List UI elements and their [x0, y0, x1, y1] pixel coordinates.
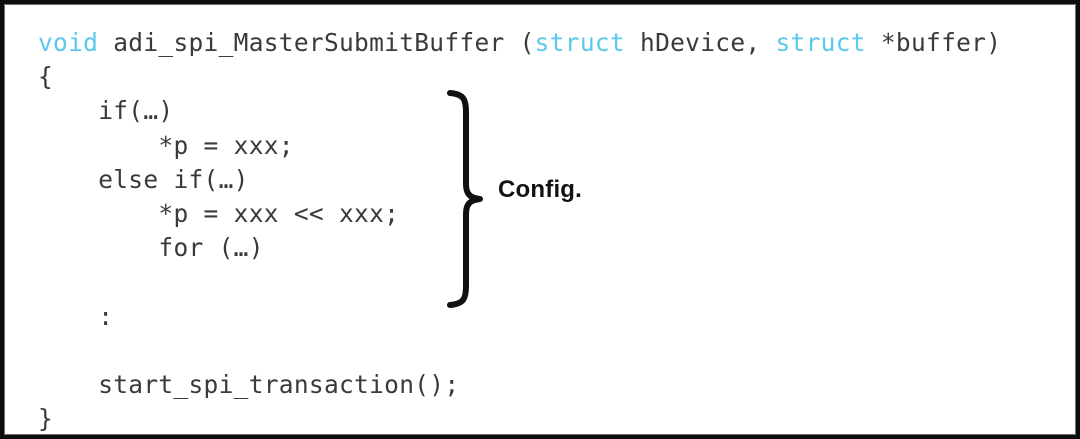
- code-line: }: [38, 402, 1048, 436]
- code-keyword: struct: [534, 28, 625, 57]
- code-text: [38, 336, 53, 365]
- code-text: *p = xxx << xxx;: [38, 198, 400, 228]
- code-text: [38, 267, 53, 296]
- code-line: start_spi_transaction();: [38, 368, 1048, 402]
- code-text: *p = xxx;: [38, 130, 294, 160]
- code-text: for (…): [38, 233, 264, 263]
- code-line: void adi_spi_MasterSubmitBuffer (struct …: [38, 26, 1048, 60]
- code-line: [38, 334, 1048, 368]
- code-text: adi_spi_MasterSubmitBuffer (: [98, 28, 535, 57]
- code-line: if(…): [38, 94, 1048, 128]
- code-text: start_spi_transaction();: [38, 369, 460, 399]
- code-line: *p = xxx << xxx;: [38, 197, 1048, 231]
- code-line: :: [38, 300, 1048, 334]
- code-listing: void adi_spi_MasterSubmitBuffer (struct …: [38, 26, 1048, 436]
- code-text: else if(…): [38, 164, 249, 194]
- code-keyword: void: [38, 28, 99, 57]
- code-line: *p = xxx;: [38, 129, 1048, 163]
- code-text: if(…): [38, 96, 174, 126]
- config-annotation-group: Config.: [444, 88, 674, 310]
- code-line: else if(…): [38, 163, 1048, 197]
- code-text: *buffer): [865, 28, 1002, 57]
- code-text: hDevice,: [624, 28, 776, 57]
- code-line: for (…): [38, 231, 1048, 265]
- code-text: :: [38, 301, 114, 331]
- curly-brace-right-icon: [447, 90, 483, 308]
- config-label: Config.: [498, 176, 583, 203]
- code-line: {: [38, 60, 1048, 94]
- code-keyword: struct: [775, 28, 866, 57]
- code-text: {: [38, 62, 54, 92]
- code-text: }: [38, 404, 54, 434]
